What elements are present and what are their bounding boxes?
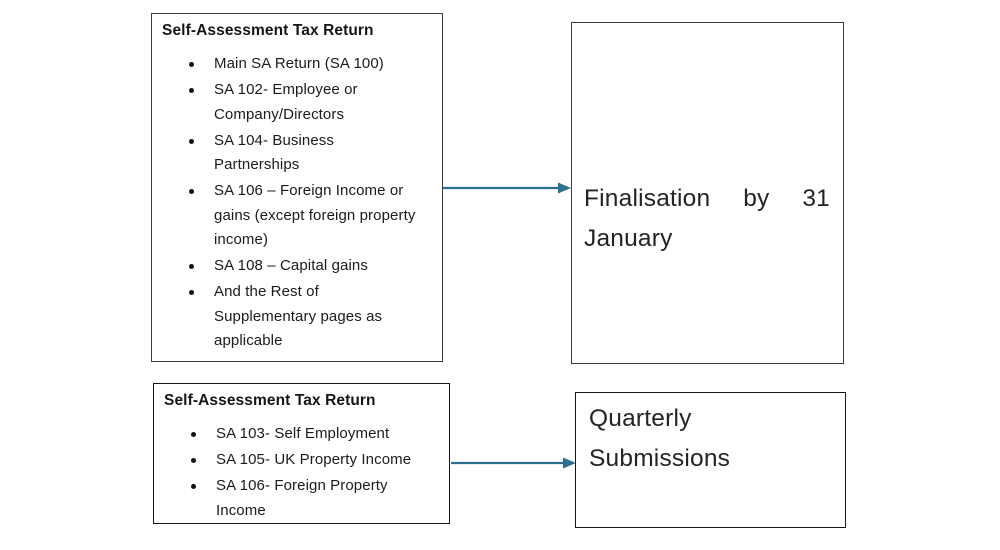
right-arrow-bottom-icon (451, 457, 576, 469)
right-arrow-top-icon (443, 182, 571, 194)
finalisation-word: by (743, 185, 770, 212)
list-item: SA 102- Employee or Company/Directors (152, 78, 442, 127)
quarterly-sa-return-box: Self-Assessment Tax Return SA 103- Self … (153, 383, 450, 524)
list-item: SA 105- UK Property Income (154, 448, 449, 473)
list-item: SA 108 – Capital gains (152, 254, 442, 279)
finalisation-line-2: January (584, 225, 673, 252)
quarterly-sa-return-list: SA 103- Self Employment SA 105- UK Prope… (154, 422, 449, 523)
quarterly-line-2: Submissions (589, 445, 731, 472)
box-title: Self-Assessment Tax Return (162, 22, 374, 39)
list-item: SA 106- Foreign Property Income (154, 474, 449, 523)
list-item: And the Rest of Supplementary pages as a… (152, 280, 442, 354)
list-item: SA 103- Self Employment (154, 422, 449, 447)
list-item: Main SA Return (SA 100) (152, 52, 442, 77)
finalisation-word: 31 (802, 185, 830, 212)
arrow-head (563, 457, 576, 469)
arrow-head (558, 182, 571, 194)
quarterly-line-1: Quarterly (589, 405, 692, 432)
finalisation-word: Finalisation (584, 185, 711, 212)
finalisation-line-1: Finalisation by 31 (584, 179, 830, 219)
finalisation-box: Finalisation by 31 January (571, 22, 844, 364)
annual-sa-return-box: Self-Assessment Tax Return Main SA Retur… (151, 13, 443, 362)
list-item: SA 104- Business Partnerships (152, 129, 442, 178)
list-item: SA 106 – Foreign Income or gains (except… (152, 179, 442, 253)
finalisation-text: Finalisation by 31 January (572, 23, 843, 259)
quarterly-submissions-text: Quarterly Submissions (576, 393, 845, 479)
annual-sa-return-list: Main SA Return (SA 100) SA 102- Employee… (152, 52, 442, 354)
box-title: Self-Assessment Tax Return (164, 392, 376, 409)
quarterly-submissions-box: Quarterly Submissions (575, 392, 846, 528)
